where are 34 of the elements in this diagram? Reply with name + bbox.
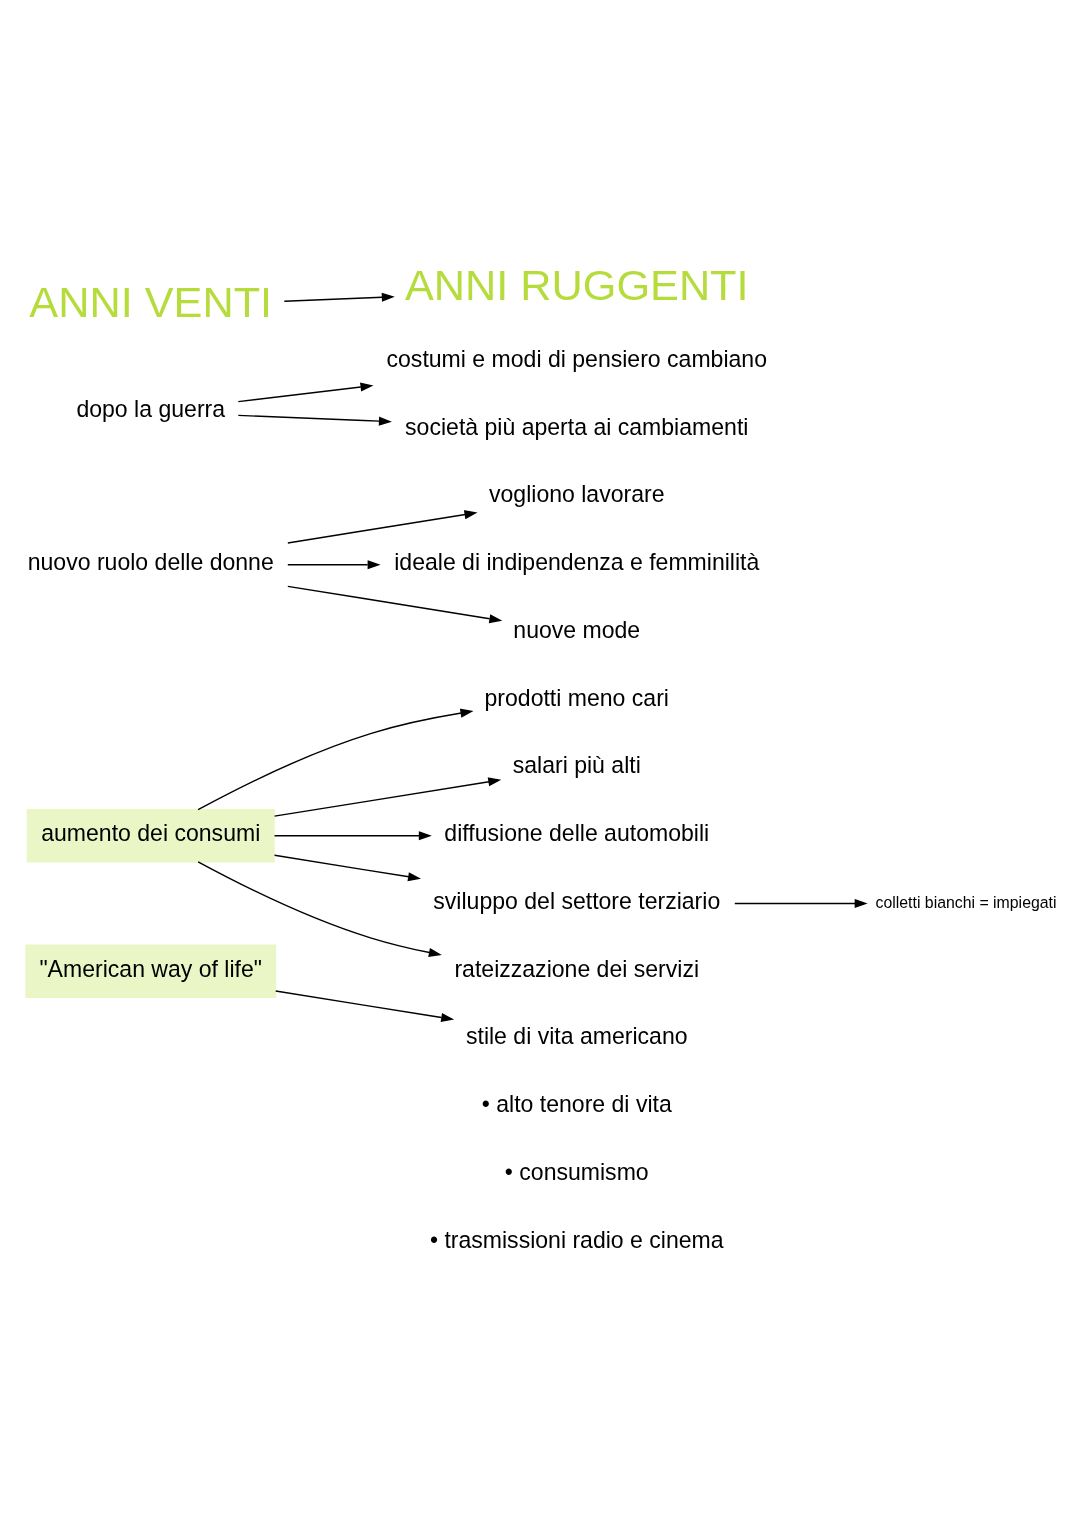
- arrow: [197, 861, 442, 957]
- node-text: ideale di indipendenza e femminilità: [394, 549, 760, 576]
- label: • consumismo: [504, 1159, 649, 1185]
- arrow: [273, 854, 422, 882]
- arrow: [273, 831, 432, 841]
- arrow: [273, 777, 502, 817]
- node-text: costumi e modi di pensiero cambiano: [386, 345, 767, 372]
- arrow: [237, 414, 392, 426]
- node-text: rateizzazione dei servizi: [454, 955, 700, 982]
- node-box: aumento dei consumi: [26, 809, 275, 863]
- arrow: [283, 292, 395, 302]
- arrow: [287, 510, 478, 544]
- node-text: ANNI VENTI: [29, 278, 273, 327]
- label: • trasmissioni radio e cinema: [429, 1226, 724, 1253]
- arrow: [287, 560, 381, 570]
- node-text: stile di vita americano: [465, 1023, 688, 1050]
- node-text: ANNI RUGGENTI: [404, 261, 749, 310]
- node-text: sviluppo del settore terziario: [433, 887, 721, 914]
- node-text: colletti bianchi = impiegati: [875, 893, 1057, 911]
- arrow: [734, 898, 868, 909]
- arrow: [197, 708, 474, 811]
- node-text: diffusione delle automobili: [444, 820, 710, 847]
- node-text: prodotti meno cari: [484, 684, 669, 711]
- node-text: nuovo ruolo delle donne: [27, 549, 274, 576]
- node-text: società più aperta ai cambiamenti: [405, 413, 749, 440]
- node-text: salari più alti: [512, 752, 641, 779]
- arrow: [287, 585, 503, 624]
- arrow: [237, 382, 374, 403]
- node-text: vogliono lavorare: [489, 481, 665, 508]
- arrow: [275, 990, 455, 1023]
- label: • alto tenore di vita: [481, 1091, 672, 1118]
- node-text: dopo la guerra: [76, 396, 226, 423]
- node-text: nuove mode: [513, 616, 641, 643]
- node-box: "American way of life": [25, 944, 277, 998]
